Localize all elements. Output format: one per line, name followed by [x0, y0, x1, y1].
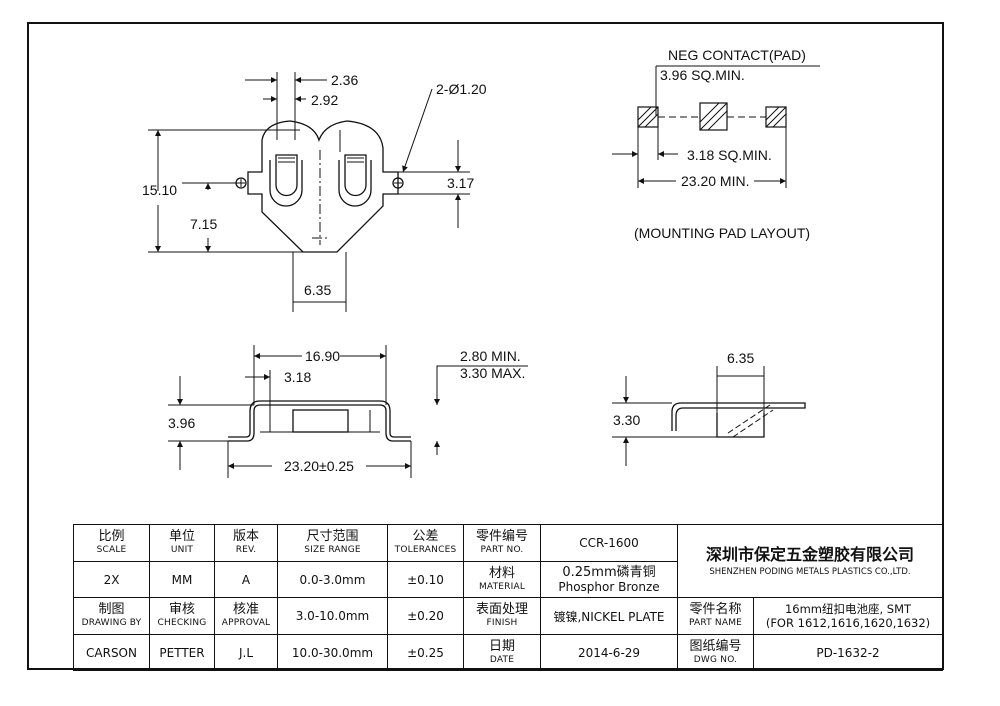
drawer-value: CARSON: [73, 634, 150, 671]
pad-layout: [612, 65, 820, 188]
dim-23-20: 23.20±0.25: [284, 458, 354, 474]
dim-15-10: 15.10: [142, 182, 178, 198]
part-name-value: 16mm纽扣电池座, SMT(FOR 1612,1616,1620,1632): [753, 597, 943, 635]
tol-row-2: ±0.20: [387, 597, 464, 635]
unit-value: MM: [149, 561, 215, 598]
pad-layout-caption: (MOUNTING PAD LAYOUT): [634, 225, 811, 241]
dim-6-35-end: 6.35: [727, 350, 755, 366]
dim-3-30-max: 3.30 MAX.: [460, 365, 526, 381]
side-profile: [228, 404, 411, 442]
dim-3-18: 3.18: [284, 369, 312, 385]
range-row-1: 0.0-3.0mm: [277, 561, 388, 598]
part-no-value: CCR-1600: [540, 524, 678, 562]
rev-value: A: [214, 561, 278, 598]
holder-outline: [247, 120, 399, 253]
sq-min-side: 3.18 SQ.MIN.: [687, 147, 772, 163]
dim-3-96: 3.96: [168, 415, 196, 431]
tol-row-3: ±0.25: [387, 634, 464, 671]
dim-2-36: 2.36: [331, 72, 359, 88]
dim-3-30-end: 3.30: [613, 412, 641, 428]
contact-left-outer: [269, 160, 303, 207]
contact-left: [275, 154, 298, 197]
dim-hole: 2-Ø1.20: [436, 81, 487, 97]
end-view: [612, 366, 806, 466]
mounting-hole-right: [392, 177, 404, 189]
dwg-no-value: PD-1632-2: [753, 634, 943, 671]
finish-value: 镀镍,NICKEL PLATE: [540, 597, 678, 635]
dim-6-35-top: 6.35: [304, 282, 332, 298]
side-view: [168, 345, 528, 478]
range-row-2: 3.0-10.0mm: [277, 597, 388, 635]
dim-2-80-min: 2.80 MIN.: [460, 348, 521, 364]
tol-row-1: ±0.10: [387, 561, 464, 598]
date-value: 2014-6-29: [540, 634, 678, 671]
dim-3-17: 3.17: [447, 175, 475, 191]
company-cell: 深圳市保定五金塑胶有限公司 SHENZHEN PODING METALS PLAS…: [677, 524, 943, 598]
approver-value: J.L: [214, 634, 278, 671]
company-name-zh: 深圳市保定五金塑胶有限公司: [705, 545, 914, 564]
top-view: [148, 72, 470, 312]
scale-value: 2X: [73, 561, 150, 598]
dim-16-90: 16.90: [305, 348, 341, 364]
range-row-3: 10.0-30.0mm: [277, 634, 388, 671]
dim-2-92: 2.92: [311, 92, 339, 108]
company-name-en: SHENZHEN PODING METALS PLASTICS CO.,LTD.: [709, 567, 911, 577]
checker-value: PETTER: [149, 634, 215, 671]
contact-right-outer: [338, 160, 372, 207]
dim-7-15: 7.15: [190, 216, 218, 232]
contact-right: [344, 154, 367, 197]
overall-min: 23.20 MIN.: [681, 173, 750, 189]
neg-contact-label: NEG CONTACT(PAD): [668, 47, 806, 63]
sq-min-center: 3.96 SQ.MIN.: [660, 67, 745, 83]
